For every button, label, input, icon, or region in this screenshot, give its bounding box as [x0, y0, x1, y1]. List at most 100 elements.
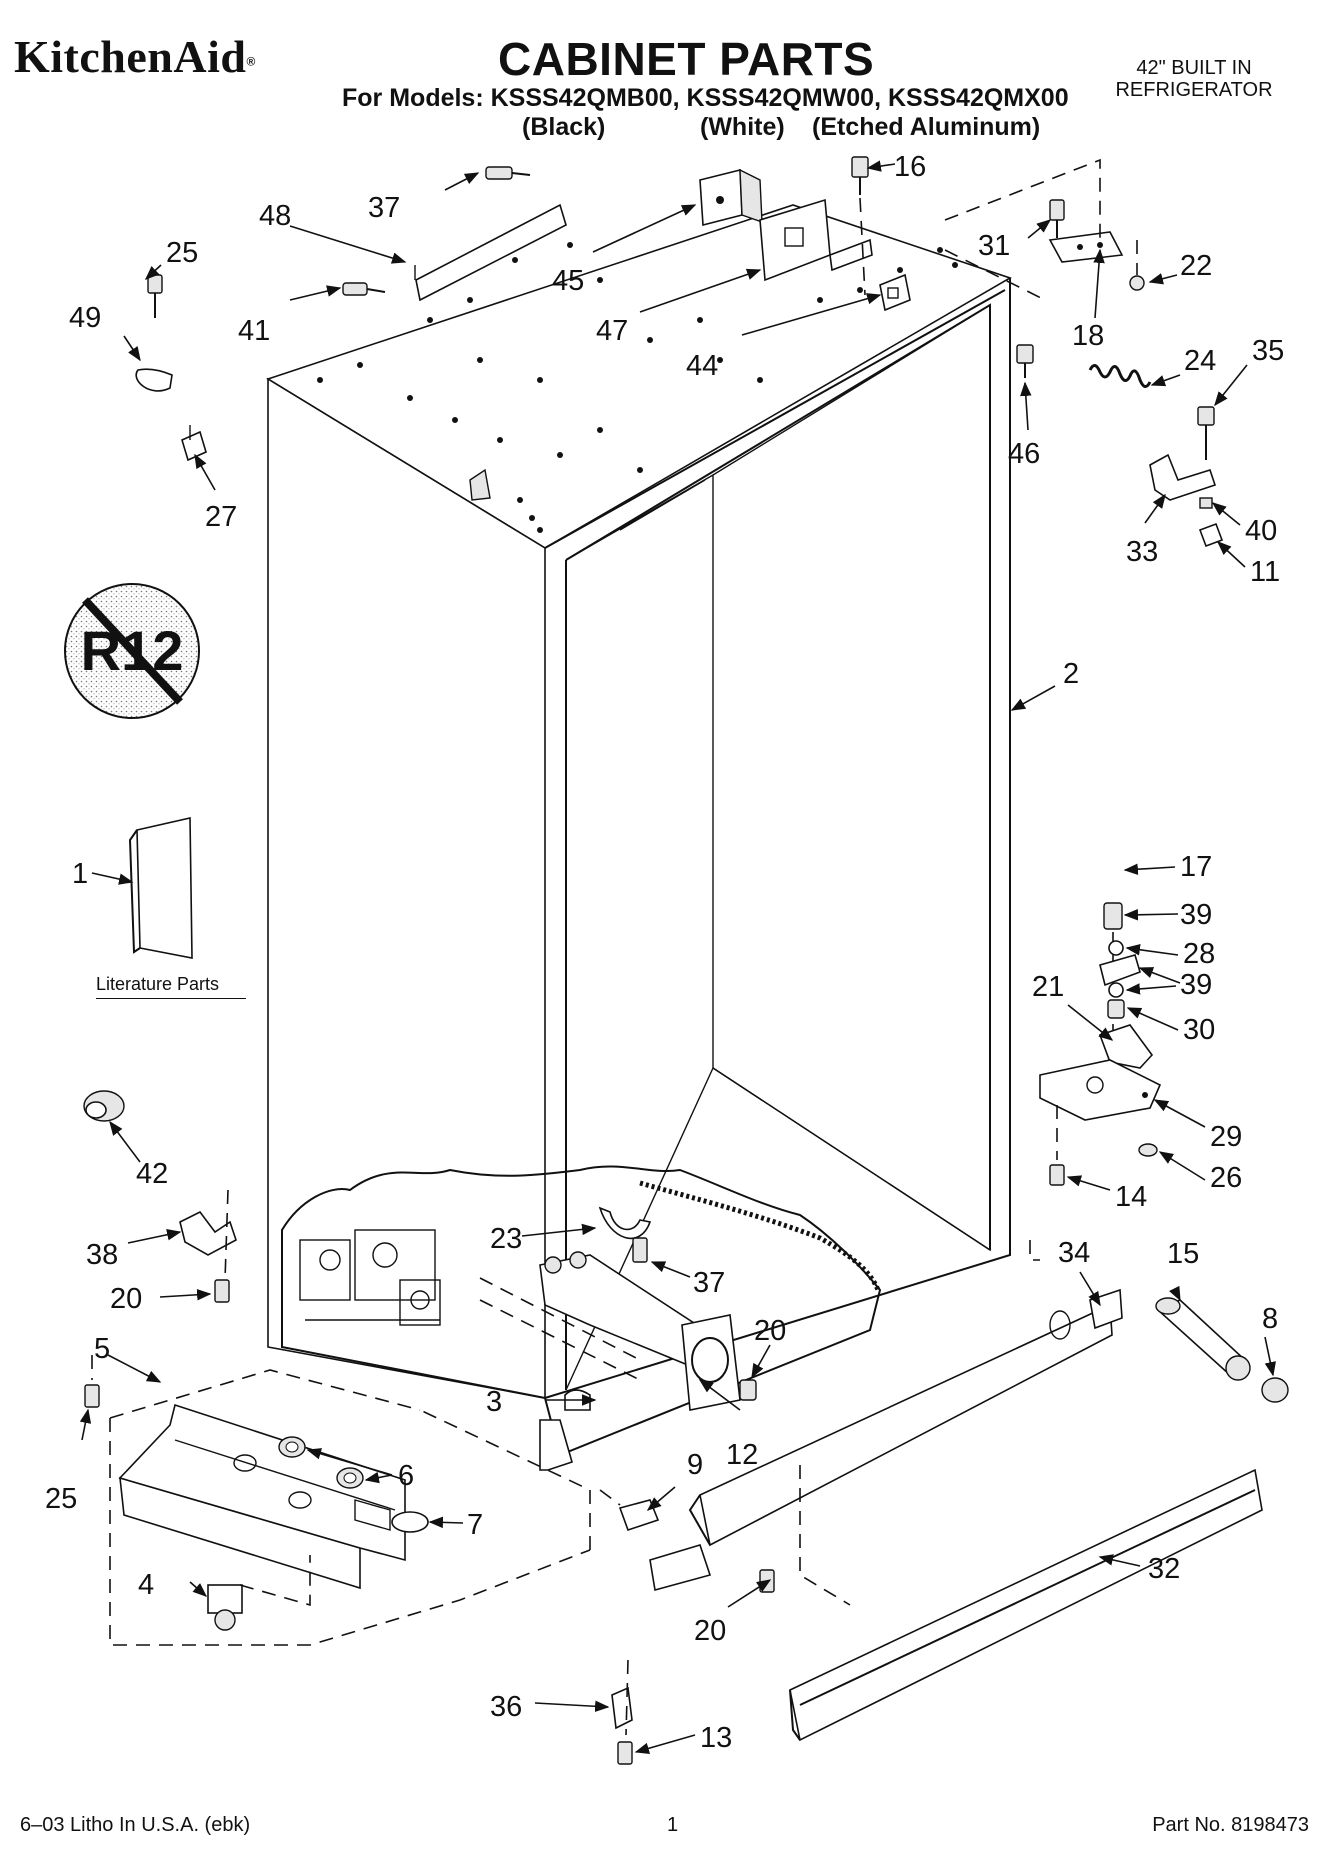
bracket-9 [618, 1499, 660, 1532]
screw-37-top [485, 166, 531, 180]
callout-26: 26 [1210, 1162, 1242, 1194]
callout-42: 42 [136, 1158, 168, 1190]
cap-8 [1261, 1377, 1289, 1403]
hinge-base-29 [1039, 1059, 1162, 1121]
callout-20-bottom: 20 [694, 1615, 726, 1647]
callout-36: 36 [490, 1691, 522, 1723]
brand-name: KitchenAid [14, 31, 247, 82]
screw-16 [851, 156, 869, 195]
top-face-holes [317, 242, 958, 533]
variant-white: (White) [700, 113, 785, 141]
models-line: For Models: KSSS42QMB00, KSSS42QMW00, KS… [342, 84, 1069, 112]
callout-1: 1 [72, 858, 88, 890]
page-title: CABINET PARTS [498, 33, 875, 85]
callout-46: 46 [1008, 438, 1040, 470]
no-r12-badge: R12 [64, 583, 200, 719]
top-components [135, 156, 1224, 548]
callout-2: 2 [1063, 658, 1079, 690]
callout-39-upper: 39 [1180, 899, 1212, 931]
callout-18: 18 [1072, 320, 1104, 352]
callout-25-bottom: 25 [45, 1483, 77, 1515]
callout-8: 8 [1262, 1303, 1278, 1335]
screw-37-bottom [632, 1237, 648, 1263]
grommet-6-upper [278, 1436, 306, 1458]
callout-25-top: 25 [166, 237, 198, 269]
clip-27 [181, 425, 207, 462]
screw-14 [1049, 1164, 1065, 1186]
box-44 [879, 273, 911, 312]
drain-tube-assembly [479, 1206, 757, 1532]
callout-44: 44 [686, 350, 718, 382]
callout-30: 30 [1183, 1014, 1215, 1046]
spacer-40 [1199, 497, 1213, 509]
callout-3: 3 [486, 1386, 502, 1418]
clip-49 [135, 368, 173, 392]
footer-print-info: 6–03 Litho In U.S.A. (ebk) [20, 1814, 251, 1836]
callout-23: 23 [490, 1223, 522, 1255]
callout-41: 41 [238, 315, 270, 347]
callout-7: 7 [467, 1509, 483, 1541]
callout-24: 24 [1184, 345, 1216, 377]
callout-labels: 37 48 25 41 49 27 45 47 44 16 31 22 18 4… [45, 151, 1284, 1754]
bracket-38 [179, 1210, 237, 1256]
callout-21: 21 [1032, 971, 1064, 1003]
grille-32 [789, 1468, 1263, 1742]
housing-45 [699, 168, 763, 227]
bushing-30 [1107, 999, 1125, 1019]
variant-black: (Black) [522, 113, 606, 141]
callout-16: 16 [894, 151, 926, 183]
washer-26 [1138, 1143, 1158, 1157]
callout-28: 28 [1183, 938, 1215, 970]
clamp-23 [598, 1206, 652, 1240]
screw-31 [1049, 199, 1065, 238]
hinge-plate-28 [1099, 954, 1141, 987]
callout-29: 29 [1210, 1121, 1242, 1153]
callout-47: 47 [596, 315, 628, 347]
callout-27: 27 [205, 501, 237, 533]
registered-mark: ® [246, 54, 256, 69]
literature-underline [96, 998, 246, 999]
screw-20-mid [739, 1379, 757, 1401]
caster-4 [207, 1584, 243, 1631]
literature-parts-label: Literature Parts [96, 974, 220, 994]
callout-15: 15 [1167, 1238, 1199, 1270]
hinge-pin-17 [1103, 902, 1123, 930]
callout-13: 13 [700, 1722, 732, 1754]
callout-20-left: 20 [110, 1283, 142, 1315]
cabinet-shell [266, 204, 1012, 1399]
screw-22 [1129, 275, 1145, 291]
top-hinge-18 [1048, 231, 1124, 263]
callout-20-mid: 20 [754, 1315, 786, 1347]
screw-25-top [147, 274, 163, 318]
callout-12: 12 [726, 1439, 758, 1471]
footer-part-number: Part No. 8198473 [1152, 1814, 1309, 1836]
left-small-parts [83, 1090, 237, 1408]
callout-34: 34 [1058, 1237, 1090, 1269]
product-type-line1: 42" BUILT IN [1136, 57, 1252, 79]
bracket-47 [759, 198, 873, 282]
compressor-components [299, 1229, 441, 1326]
callout-32: 32 [1148, 1553, 1180, 1585]
callout-45: 45 [552, 265, 584, 297]
brand-logo: KitchenAid® [14, 30, 256, 83]
screw-46 [1016, 344, 1034, 378]
variant-etched-aluminum: (Etched Aluminum) [812, 113, 1041, 141]
callout-31: 31 [978, 230, 1010, 262]
callout-14: 14 [1115, 1181, 1147, 1213]
product-type-line2: REFRIGERATOR [1115, 79, 1273, 101]
callout-22: 22 [1180, 250, 1212, 282]
bracket-12 [681, 1314, 741, 1411]
callout-38: 38 [86, 1239, 118, 1271]
screw-41 [342, 282, 386, 296]
screw-13 [617, 1741, 633, 1765]
callout-40: 40 [1245, 515, 1277, 547]
spring-24 [1088, 364, 1152, 388]
callout-37-top: 37 [368, 192, 400, 224]
callout-39-lower: 39 [1180, 969, 1212, 1001]
base-assembly-5 [109, 1369, 591, 1646]
callout-9: 9 [687, 1449, 703, 1481]
bracket-36 [611, 1686, 633, 1730]
callout-33: 33 [1126, 536, 1158, 568]
filter-15 [1155, 1297, 1251, 1381]
